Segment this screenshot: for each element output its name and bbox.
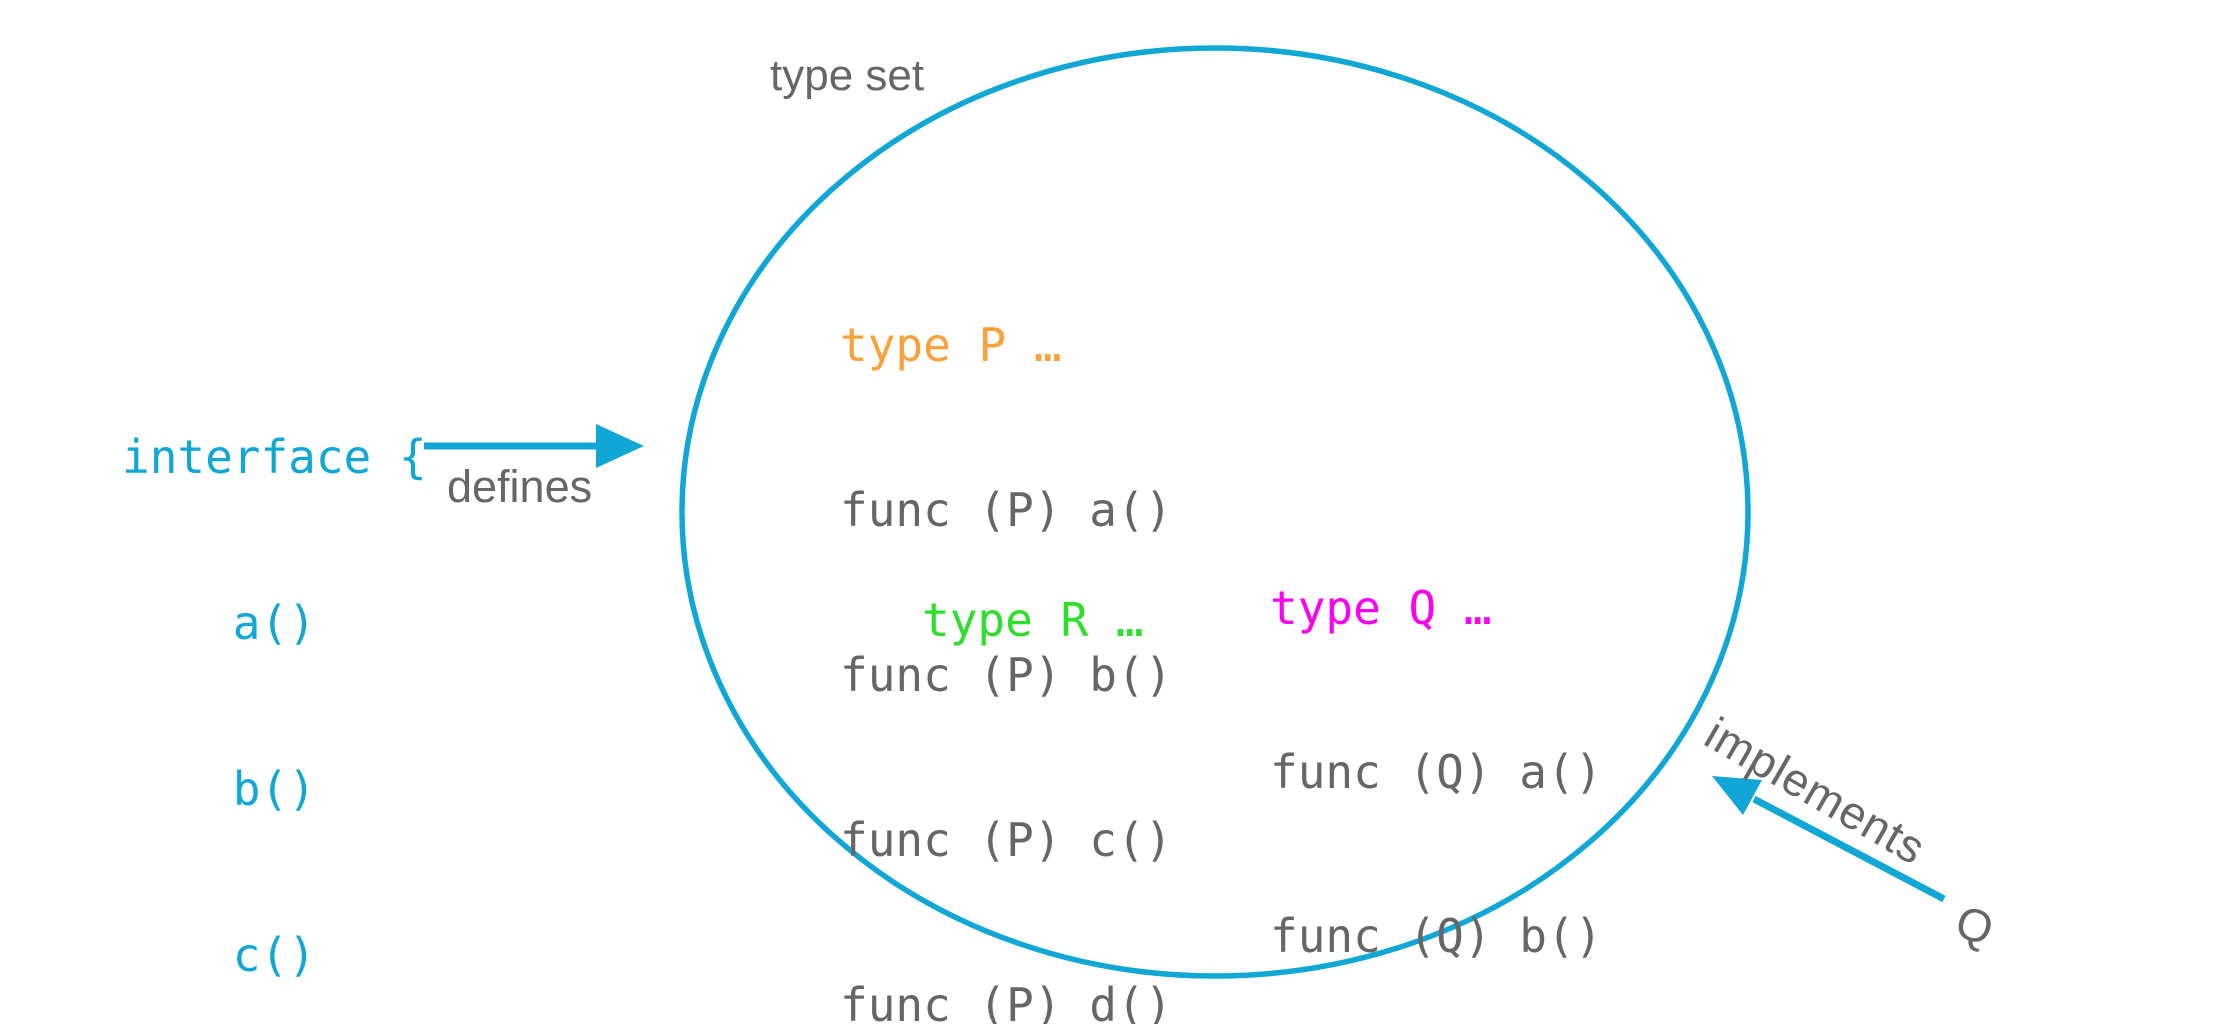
type-p-title: type P … <box>840 318 1062 372</box>
defines-arrowhead-icon <box>596 424 644 468</box>
code-line: func (P) b() <box>840 648 1173 702</box>
code-line: a() <box>122 596 316 650</box>
code-line: interface { <box>122 430 427 484</box>
defines-arrow <box>424 424 644 468</box>
code-line: func (Q) a() <box>1270 745 1603 799</box>
code-line: c() <box>122 928 316 982</box>
type-p-code-block: type P … func (P) a() func (P) b() func … <box>840 209 1172 1024</box>
type-q-code-block: type Q … func (Q) a() func (Q) b() func … <box>1270 472 1602 1024</box>
implements-arrowhead-icon <box>1712 776 1762 815</box>
code-line: b() <box>122 762 316 816</box>
code-line: func (Q) b() <box>1270 909 1603 963</box>
implements-arrow <box>1712 776 1946 903</box>
type-set-label: type set <box>770 51 925 100</box>
type-q-title: type Q … <box>1270 581 1492 635</box>
interface-code-block: interface { a() b() c() } <box>122 320 427 1024</box>
implements-arrow-shaft <box>1752 795 1946 903</box>
type-r-title: type R … <box>922 593 1144 647</box>
code-line: func (P) a() <box>840 483 1173 537</box>
code-line: func (P) d() <box>840 978 1173 1024</box>
code-line: func (P) c() <box>840 813 1173 867</box>
defines-label: defines <box>447 461 593 512</box>
type-set-ellipse <box>679 45 1751 979</box>
